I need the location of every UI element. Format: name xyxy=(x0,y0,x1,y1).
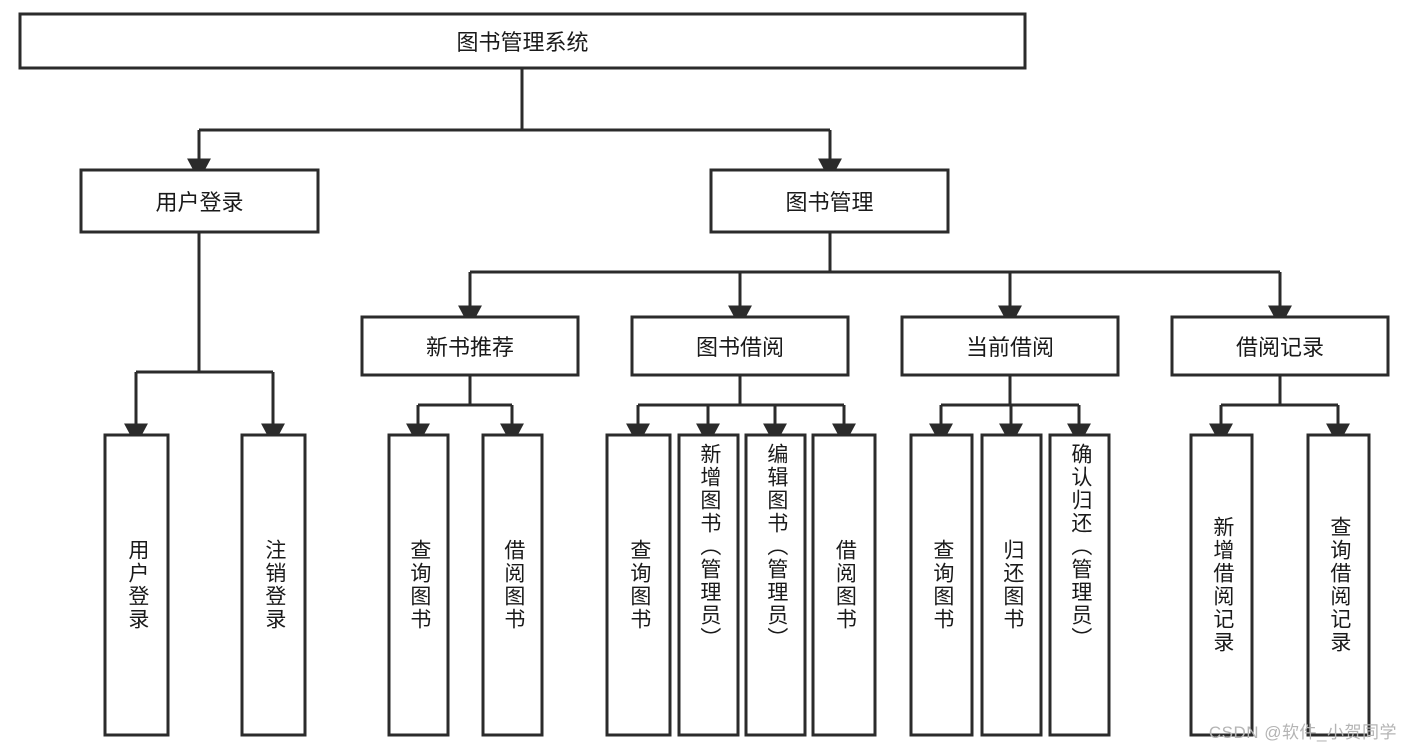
node-new-book-recommend[interactable] xyxy=(360,315,580,377)
connector-group-root xyxy=(187,68,842,181)
node-leaf-query-book-2[interactable] xyxy=(605,433,672,737)
node-leaf-return-book[interactable] xyxy=(980,433,1043,737)
connector-group-current-borrow xyxy=(929,375,1091,446)
node-borrow-record[interactable] xyxy=(1170,315,1390,377)
node-leaf-user-login[interactable] xyxy=(103,433,170,737)
node-leaf-add-book[interactable] xyxy=(677,433,740,737)
connector-group-new-book-recommend xyxy=(406,375,524,446)
connector-group-user-login xyxy=(124,232,285,446)
node-leaf-query-borrow-record[interactable] xyxy=(1306,433,1371,737)
connector-group-borrow-record xyxy=(1209,375,1350,446)
node-leaf-add-borrow-record[interactable] xyxy=(1189,433,1254,737)
csdn-watermark: CSDN @软件_小贺同学 xyxy=(1208,723,1397,742)
node-leaf-borrow-book-1[interactable] xyxy=(481,433,544,737)
connector-group-book-borrow xyxy=(626,375,856,446)
node-leaf-user-logout[interactable] xyxy=(240,433,307,737)
node-leaf-borrow-book-2[interactable] xyxy=(811,433,877,737)
node-book-borrow[interactable] xyxy=(630,315,850,377)
connector-group-book-manage xyxy=(458,232,1292,328)
node-user-login[interactable] xyxy=(79,168,320,234)
node-current-borrow[interactable] xyxy=(900,315,1120,377)
node-leaf-edit-book[interactable] xyxy=(744,433,807,737)
node-leaf-query-book-3[interactable] xyxy=(909,433,974,737)
node-root[interactable] xyxy=(18,12,1027,70)
node-leaf-confirm-return[interactable] xyxy=(1048,433,1111,737)
node-leaf-query-book-1[interactable] xyxy=(387,433,450,737)
node-book-manage[interactable] xyxy=(709,168,950,234)
